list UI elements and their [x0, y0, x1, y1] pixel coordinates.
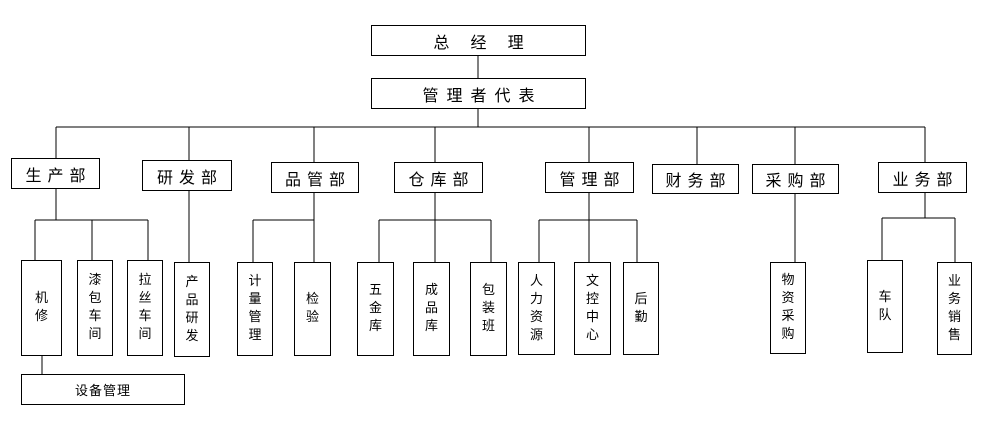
unit-packing: 包 装 班 — [470, 262, 507, 356]
dept-purchasing: 采购部 — [752, 164, 839, 194]
unit-finished-store: 成 品 库 — [413, 262, 450, 356]
unit-inspection: 检 验 — [294, 262, 331, 356]
dept-admin: 管理部 — [545, 162, 634, 193]
dept-rnd: 研发部 — [142, 160, 232, 191]
management-rep-box: 管理者代表 — [371, 78, 586, 109]
ceo-box: 总 经 理 — [371, 25, 586, 56]
dept-sales: 业务部 — [878, 162, 967, 193]
unit-equipment-management: 设备管理 — [21, 374, 185, 405]
unit-hardware-store: 五 金 库 — [357, 262, 394, 356]
unit-paint-workshop: 漆 包 车 间 — [77, 260, 113, 356]
unit-maintenance: 机 修 — [21, 260, 62, 356]
dept-finance: 财务部 — [652, 164, 739, 194]
unit-business-sales: 业 务 销 售 — [937, 262, 972, 355]
dept-production: 生产部 — [11, 158, 100, 189]
unit-product-rnd: 产 品 研 发 — [174, 262, 210, 357]
dept-quality: 品管部 — [271, 162, 359, 193]
unit-hr: 人 力 资 源 — [518, 262, 555, 355]
unit-doc-control: 文 控 中 心 — [574, 262, 611, 355]
dept-warehouse: 仓库部 — [394, 162, 483, 193]
unit-wire-workshop: 拉 丝 车 间 — [127, 260, 163, 356]
unit-metrology: 计 量 管 理 — [237, 262, 273, 356]
unit-procurement: 物 资 采 购 — [770, 262, 806, 354]
unit-fleet: 车 队 — [867, 260, 903, 353]
unit-logistics: 后 勤 — [623, 262, 659, 355]
